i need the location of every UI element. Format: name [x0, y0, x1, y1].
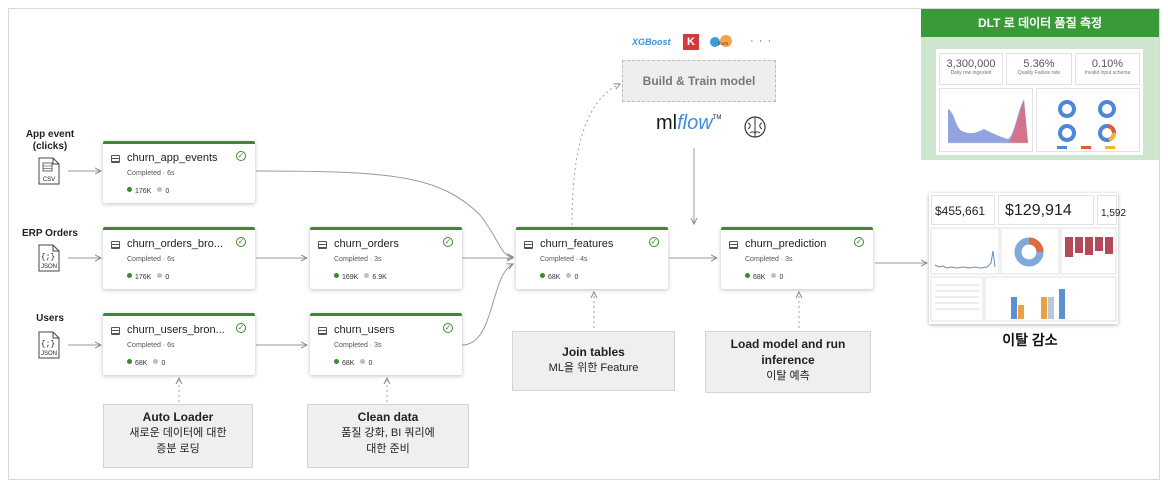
json-file-icon: {;} JSON: [38, 331, 60, 359]
node-status: Completed · 6s: [127, 256, 175, 263]
svg-text:JSON: JSON: [41, 351, 57, 357]
table-icon: [318, 241, 327, 249]
link-features-build: [571, 84, 620, 226]
check-circle-icon: ✓: [236, 151, 246, 161]
check-circle-icon: ✓: [236, 237, 246, 247]
node-churn-users-bronze[interactable]: churn_users_bron... ✓ Completed · 6s 68K…: [103, 313, 255, 375]
svg-text:learn: learn: [718, 42, 729, 47]
link-users-features: [461, 264, 513, 346]
table-icon: [524, 241, 533, 249]
svg-text:JSON: JSON: [41, 264, 57, 270]
node-status: Completed · 6s: [127, 170, 175, 177]
annotation-clean-data: Clean data 품질 강화, BI 쿼리에 대한 준비: [307, 404, 469, 468]
node-title: churn_orders: [334, 238, 399, 250]
annotation-load-model: Load model and run inference 이탈 예측: [705, 331, 871, 393]
area-chart-thumbnail: [939, 88, 1033, 152]
table-icon: [729, 241, 738, 249]
node-churn-orders-bronze[interactable]: churn_orders_bro... ✓ Completed · 6s 176…: [103, 227, 255, 289]
annotation-join-tables: Join tables ML을 위한 Feature: [512, 331, 675, 391]
churn-dashboard-thumbnail: $455,661 $129,914 1,592: [929, 193, 1126, 324]
csv-file-icon: CSV: [38, 157, 60, 185]
table-icon: [111, 155, 120, 163]
check-circle-icon: ✓: [443, 237, 453, 247]
node-title: churn_users: [334, 324, 395, 336]
mlflow-logo: mlflowTM: [656, 112, 722, 134]
scikit-learn-logo: learn: [710, 35, 732, 47]
node-status: Completed · 3s: [334, 256, 382, 263]
churn-reduction-caption: 이탈 감소: [1002, 332, 1058, 348]
kpi-churned-users: 1,592: [1097, 195, 1126, 225]
source-label-erp-orders: ERP Orders: [22, 228, 78, 239]
xgboost-logo: XGBoost: [632, 37, 671, 47]
keras-logo: K: [683, 34, 699, 50]
node-title: churn_features: [540, 238, 614, 250]
node-status: Completed · 4s: [540, 256, 588, 263]
annotation-auto-loader: Auto Loader 새로운 데이터에 대한 증분 로딩: [103, 404, 253, 468]
more-libraries-ellipsis: · · ·: [750, 35, 773, 47]
node-title: churn_prediction: [745, 238, 827, 250]
node-status: Completed · 3s: [745, 256, 793, 263]
link-app-events-features: [255, 170, 513, 257]
source-label-users: Users: [36, 313, 64, 324]
node-title: churn_app_events: [127, 152, 218, 164]
node-title: churn_orders_bro...: [127, 238, 223, 250]
check-circle-icon: ✓: [854, 237, 864, 247]
dlt-quality-title: DLT 로 데이터 품질 측정: [921, 9, 1159, 37]
kpi-invalid-schema: 0.10%Invalid input schema: [1075, 53, 1140, 85]
brain-icon: [744, 116, 766, 138]
check-circle-icon: ✓: [443, 323, 453, 333]
check-circle-icon: ✓: [649, 237, 659, 247]
source-label-app-event: App event(clicks): [25, 129, 75, 152]
kpi-failure-rate: 5.36%Quality Failure rate: [1006, 53, 1072, 85]
svg-text:{;}: {;}: [41, 340, 55, 349]
node-title: churn_users_bron...: [127, 324, 225, 336]
table-icon: [111, 241, 120, 249]
svg-text:CSV: CSV: [43, 177, 55, 183]
table-icon: [111, 327, 120, 335]
table-icon: [318, 327, 327, 335]
diagram-frame: [8, 8, 1160, 480]
json-file-icon: {;} JSON: [38, 244, 60, 272]
svg-text:{;}: {;}: [41, 253, 55, 262]
kpi-revenue: $455,661: [931, 195, 995, 225]
node-status: Completed · 3s: [334, 342, 382, 349]
donut-grid-thumbnail: [1036, 88, 1140, 152]
check-circle-icon: ✓: [236, 323, 246, 333]
node-status: Completed · 6s: [127, 342, 175, 349]
kpi-revenue-at-risk: $129,914: [998, 195, 1094, 225]
build-train-model-box: Build & Train model: [622, 60, 776, 102]
